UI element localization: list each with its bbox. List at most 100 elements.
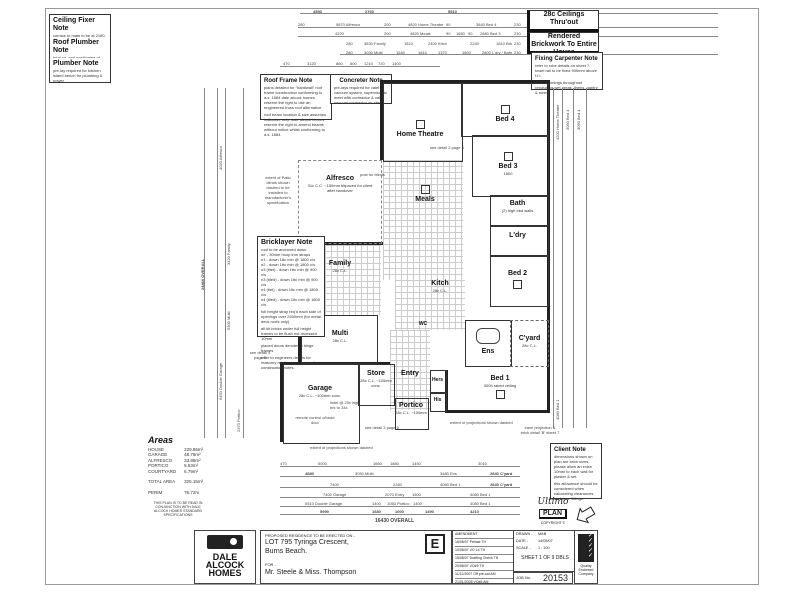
bricklayer-line: n2 - down 1ttc min @ 1800 c/s	[261, 262, 316, 267]
top-dim-line-2	[298, 36, 718, 37]
top-dim-1-c: 200	[384, 22, 391, 27]
bricklayer-note: Bricklayer Note roof to be anchored down…	[257, 236, 325, 370]
bricklayer-line: o/r - 30mm hoop iron straps	[261, 252, 311, 257]
light-symbol	[500, 105, 510, 114]
plumber-title: Plumber Note	[53, 60, 99, 67]
top-dim-4-b: 3030 Multi	[364, 50, 383, 55]
area-perim-value: 76.72m	[184, 489, 200, 495]
room-family: Family 28c C.L.	[310, 260, 370, 273]
bricklayer-line: all kit bricks under full height frames …	[261, 326, 317, 341]
area-value: 33.88m²	[184, 457, 201, 463]
left-dim-family: 3420 Family	[226, 243, 231, 265]
bricklayer-line: roof to be anchored down	[261, 247, 307, 252]
right-dim-bed4-b: 3060 Bed 4	[576, 109, 581, 130]
top-dim-line-0	[300, 13, 718, 14]
left-dim-line-3	[225, 88, 226, 438]
wall-top-theatre	[380, 80, 550, 83]
areas-title: Areas	[148, 435, 174, 445]
company-name-1: DALE	[212, 552, 238, 562]
area-value: 229.86m²	[184, 446, 204, 452]
home-theatre-label: Home Theatre	[396, 131, 444, 138]
bottom-dim-5-e: 4080 Bed 1	[470, 501, 491, 506]
proposed-label: PROPOSED RESIDENCE TO BE ERECTED ON -	[265, 533, 355, 538]
store-spec: 28c C.L. ~100mm conc.	[360, 378, 392, 388]
meals-label: Meals	[415, 196, 435, 203]
ceiling-fixer-title: Ceiling Fixer Note	[53, 17, 96, 32]
fixing-carpenter-title: Fixing Carpenter Note	[535, 56, 598, 62]
bottom-dim-1-a: 470	[280, 461, 287, 466]
right-dim-line-3	[573, 88, 574, 428]
top-dim-3-a: 280	[346, 41, 353, 46]
left-dim-multi: 5300 Multi	[226, 311, 231, 330]
bed4-walls	[461, 83, 549, 137]
right-dim-line-4	[586, 88, 587, 428]
room-bed1: Bed 1 300h raked ceiling	[465, 375, 535, 399]
left-dim-line-1	[204, 88, 205, 438]
top-dim-3-g: 230	[514, 41, 521, 46]
top-dim-4-e: 1370	[438, 50, 447, 55]
area-value: 5.53m²	[184, 463, 199, 468]
top-dim-0-b: 2760	[365, 9, 374, 14]
see-detail-4: see detail 4 page 6	[249, 350, 271, 360]
courtyard-spec: 28c C.L.	[522, 343, 537, 348]
bottom-dim-6-a: 5990	[320, 509, 329, 514]
alfresco-label: Alfresco	[325, 175, 354, 182]
copyright-label: COPYRIGHT ©	[540, 521, 566, 525]
wall-left-theatre	[380, 80, 383, 160]
amendment-entry: 16/08/07 Prelast TH	[455, 538, 515, 546]
home-theatre-walls	[383, 83, 463, 162]
bottom-dim-line-5	[280, 506, 520, 507]
top-dim-2-a: 4220	[335, 31, 344, 36]
bottom-dim-line-2	[280, 476, 520, 477]
bottom-dim-6-d: 1490	[425, 509, 434, 514]
scale-value: 1 : 100	[538, 546, 550, 550]
light-symbol	[420, 185, 430, 194]
top-dim-line-4	[340, 54, 718, 55]
bottom-dim-2-c: 3480 Ens	[440, 471, 457, 476]
bed1-label: Bed 1	[490, 375, 510, 382]
top-dim-4-c: 1540	[396, 50, 405, 55]
room-his: His	[430, 396, 445, 404]
courtyard-label: C'yard	[518, 335, 541, 342]
bricklayer-line: n1 - down 1ttc min @ 1800 c/s	[261, 257, 316, 262]
title-block-drawing-info: DRAWN -MAB DATE -14/05/07 SCALE -1 : 100…	[513, 530, 575, 572]
light-symbol	[415, 120, 425, 129]
meals-tile-grid	[383, 160, 463, 280]
bricklayer-line: n3 (tilet) - down 1ttc min @ 900 c/s	[261, 267, 317, 277]
room-portico: Portico 28c C.L. ~100mm	[395, 402, 427, 415]
top-dim-4-h: 230	[514, 50, 521, 55]
ldry-walls	[490, 225, 549, 257]
entry-label: Entry	[401, 370, 419, 377]
bottom-dim-5-a: 6510 Double Garage	[305, 501, 343, 506]
top-dim-4-f: 1800	[462, 50, 471, 55]
lintel-annotation: lintel @ 25c high brk to 34c	[330, 400, 360, 410]
area-label: ALFRESCO	[148, 457, 173, 463]
bottom-dim-3-c: 4080 Bed 1	[440, 482, 461, 487]
client-name: Mr. Steele & Miss. Thompson	[265, 569, 357, 576]
amendment-entry: 20/08/07 VO#5 TH	[455, 562, 515, 570]
store-label: Store	[367, 370, 385, 377]
top-dim-line-1	[298, 27, 718, 28]
job-number-box: JOB No. 20153	[513, 572, 573, 584]
courtyard-outline	[510, 320, 549, 367]
client-note-body1: dimensions shown on plan are brick sizes…	[554, 454, 594, 479]
right-dim-bed1: 4080 Bed 1	[555, 399, 560, 420]
multi-label: Multi	[331, 330, 349, 337]
his-walls	[430, 392, 447, 412]
left-dim-alfresco: 4020 Alfresco	[218, 145, 223, 170]
plumber-note: Plumber Note pre-lay required for kitche…	[49, 58, 111, 83]
top-dim-2-b: 200	[384, 31, 391, 36]
extent-projections-right: extent of projections shown dashed	[450, 420, 513, 425]
right-dim-bed4-a: 3060 Bed 4	[565, 109, 570, 130]
bottom-dim-1-c: 1660	[373, 461, 382, 466]
bottom-overall-dim: 16430 OVERALL	[375, 518, 415, 524]
amendment-title: AMENDMENT	[455, 532, 478, 536]
plumber-body: pre-lay required for kitchen island benc…	[53, 68, 103, 83]
top-dim-5-f: 720	[378, 61, 385, 66]
ceilings-thru-subtitle: Unless Otherwise Noted	[542, 28, 586, 33]
kitchen-tile-grid	[395, 280, 465, 330]
alfresco-outline	[298, 160, 382, 244]
bricklayer-line: n3 (tiled) - down 1ttc min @ 900 c/s	[261, 277, 318, 287]
bottom-dim-3-a: 7400	[330, 482, 339, 487]
